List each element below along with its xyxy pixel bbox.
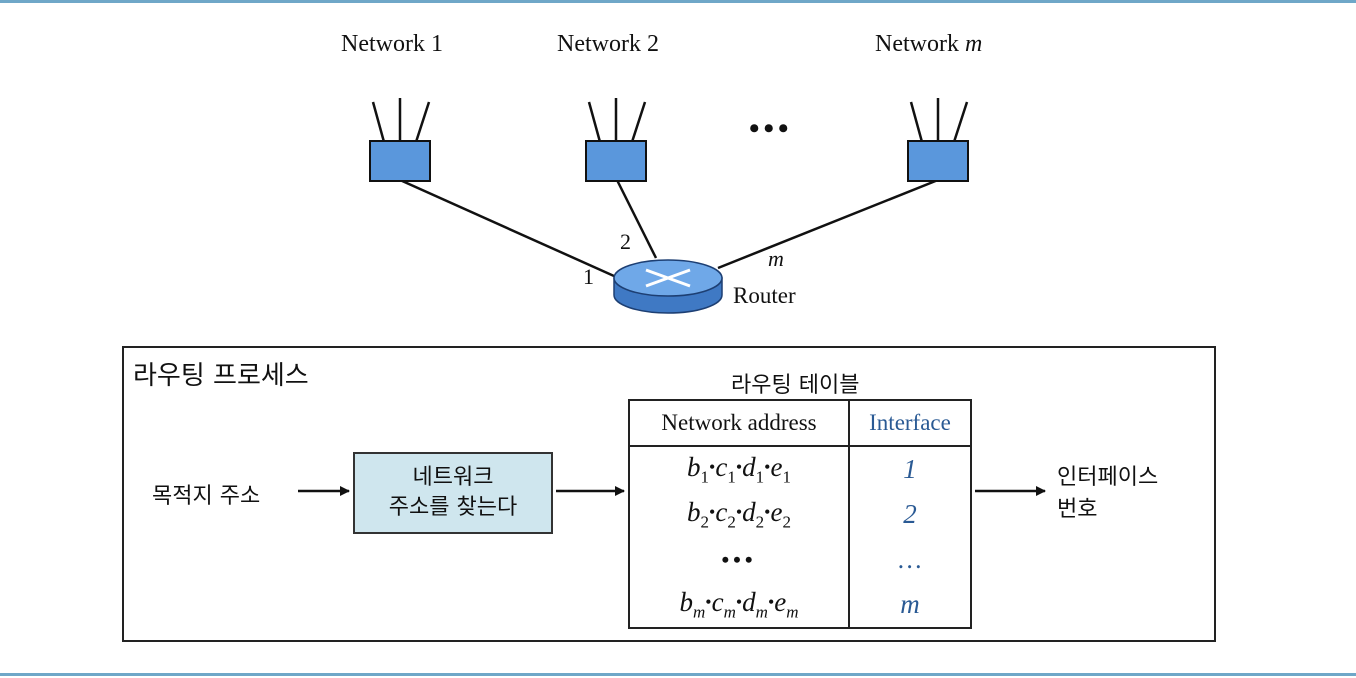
interface-cell: m xyxy=(848,582,971,628)
destination-address-label: 목적지 주소 xyxy=(152,484,261,509)
lookup-box-line-1: 네트워크 xyxy=(412,465,494,490)
router-icon xyxy=(613,259,723,314)
routing-table: Network address Interface b1•c1•d1•e1 1 … xyxy=(628,399,972,629)
link-network-2 xyxy=(615,179,658,259)
routing-table-header: Network address Interface xyxy=(629,400,971,447)
output-label-line-1: 인터페이스 xyxy=(1057,465,1159,490)
output-label-line-2: 번호 xyxy=(1057,497,1098,522)
interface-cell: … xyxy=(848,537,971,582)
link-network-m xyxy=(717,178,939,270)
routing-process-panel xyxy=(122,346,1216,642)
table-row: b2•c2•d2•e2 2 xyxy=(629,492,971,537)
router-label: Router xyxy=(733,283,796,308)
network-address-cell: ••• xyxy=(721,546,757,572)
top-border-line xyxy=(0,0,1356,3)
network-node-m-icon xyxy=(907,98,969,182)
interface-cell: 2 xyxy=(848,492,971,537)
interface-header: Interface xyxy=(848,400,971,447)
lookup-box-line-2: 주소를 찾는다 xyxy=(388,495,518,520)
interface-number-label: 인터페이스 번호 xyxy=(1057,462,1158,526)
more-networks-ellipsis: ••• xyxy=(749,112,793,145)
network-1-label: Network 1 xyxy=(341,31,443,57)
network-node-1-icon xyxy=(369,98,431,182)
network-2-label: Network 2 xyxy=(557,31,659,57)
interface-cell: 1 xyxy=(848,446,971,492)
link-network-1 xyxy=(399,178,615,278)
bottom-border-line xyxy=(0,673,1356,676)
port-m-label: m xyxy=(768,246,784,271)
routing-process-title: 라우팅 프로세스 xyxy=(133,361,309,391)
network-address-cell: b2•c2•d2•e2 xyxy=(687,496,791,532)
table-row: b1•c1•d1•e1 1 xyxy=(629,446,971,492)
find-network-address-box: 네트워크 주소를 찾는다 xyxy=(353,452,553,534)
routing-table-title: 라우팅 테이블 xyxy=(731,373,860,398)
network-address-cell: bm•cm•dm•em xyxy=(679,586,799,622)
port-1-label: 1 xyxy=(583,264,594,289)
network-address-header: Network address xyxy=(629,400,849,447)
table-row: bm•cm•dm•em m xyxy=(629,582,971,628)
network-address-cell: b1•c1•d1•e1 xyxy=(687,451,791,487)
network-m-label: Network m xyxy=(875,31,983,57)
port-2-label: 2 xyxy=(620,229,631,254)
table-row: ••• … xyxy=(629,537,971,582)
network-node-2-icon xyxy=(585,98,647,182)
